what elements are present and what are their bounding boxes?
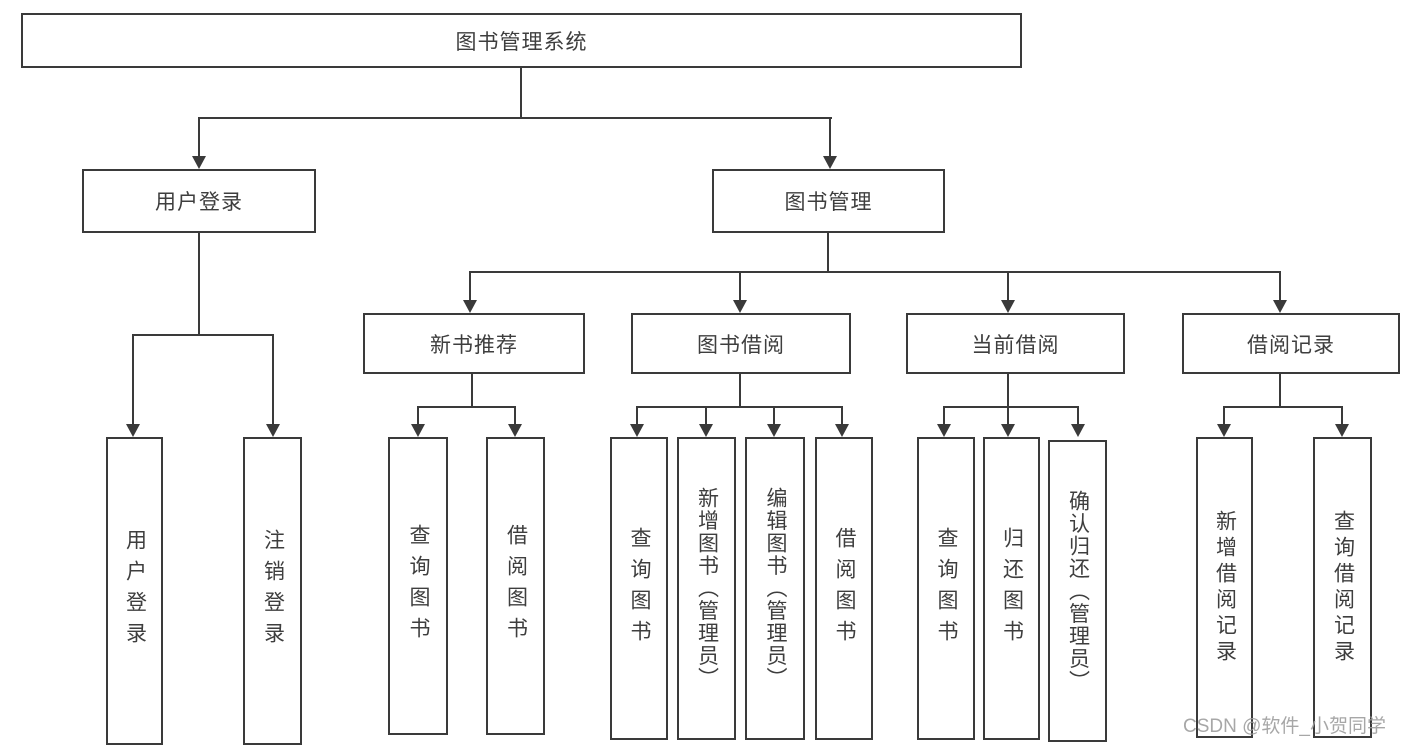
node-label: 新增图书（管理员） (695, 487, 719, 690)
node-label: 借阅图书 (504, 524, 528, 648)
node-nbr-query-books: 查询图书 (388, 437, 448, 735)
node-cb-return-books: 归还图书 (983, 437, 1040, 740)
connector-line (272, 335, 274, 425)
node-user-login: 用户登录 (82, 169, 316, 233)
connector-line (132, 335, 134, 425)
connector-line (739, 374, 741, 407)
connector-line (773, 407, 775, 425)
arrowhead-icon (835, 424, 849, 437)
connector-line (829, 118, 831, 158)
node-label: 用户登录 (123, 529, 147, 653)
node-br-add-borrow-record: 新增借阅记录 (1196, 437, 1253, 738)
arrowhead-icon (1071, 424, 1085, 437)
node-book-management: 图书管理 (712, 169, 945, 233)
node-label: 图书管理系统 (455, 30, 588, 54)
connector-line (1007, 374, 1009, 407)
arrowhead-icon (630, 424, 644, 437)
node-label: 查询图书 (935, 526, 958, 651)
connector-line (1007, 407, 1009, 425)
connector-line (636, 406, 843, 408)
node-label: 查询图书 (628, 526, 651, 651)
node-cb-confirm-return-admin: 确认归还（管理员） (1048, 440, 1107, 742)
node-borrow-records: 借阅记录 (1182, 313, 1400, 374)
node-bb-edit-books-admin: 编辑图书（管理员） (745, 437, 805, 740)
node-bb-query-books: 查询图书 (610, 437, 668, 740)
connector-line (469, 272, 471, 301)
connector-line (132, 334, 274, 336)
arrowhead-icon (508, 424, 522, 437)
connector-line (1341, 407, 1343, 425)
arrowhead-icon (733, 300, 747, 313)
node-bb-borrow-books: 借阅图书 (815, 437, 873, 740)
connector-line (943, 407, 945, 425)
arrowhead-icon (463, 300, 477, 313)
node-label: 借阅记录 (1247, 333, 1335, 357)
node-label: 查询图书 (407, 524, 430, 648)
node-label: 当前借阅 (971, 333, 1060, 357)
connector-line (198, 117, 832, 119)
node-label: 图书借阅 (697, 333, 785, 357)
connector-line (943, 406, 1079, 408)
connector-line (417, 406, 516, 408)
node-bb-add-books-admin: 新增图书（管理员） (677, 437, 736, 740)
node-label: 编辑图书（管理员） (764, 487, 787, 690)
node-book-borrow: 图书借阅 (631, 313, 851, 374)
arrowhead-icon (767, 424, 781, 437)
connector-line (1279, 272, 1281, 301)
node-nbr-borrow-books: 借阅图书 (486, 437, 545, 735)
connector-line (1223, 406, 1343, 408)
connector-line (841, 407, 843, 425)
node-br-query-borrow-record: 查询借阅记录 (1313, 437, 1372, 738)
connector-line (471, 374, 473, 407)
connector-line (739, 272, 741, 301)
node-cb-query-books: 查询图书 (917, 437, 975, 740)
arrowhead-icon (699, 424, 713, 437)
csdn-watermark: CSDN @软件_小贺同学 (1183, 716, 1386, 737)
arrowhead-icon (266, 424, 280, 437)
arrowhead-icon (937, 424, 951, 437)
arrowhead-icon (1001, 424, 1015, 437)
arrowhead-icon (1273, 300, 1287, 313)
connector-line (198, 118, 200, 158)
connector-line (469, 271, 1281, 273)
node-label: 确认归还（管理员） (1066, 489, 1090, 693)
connector-line (520, 68, 522, 118)
node-library-management-system: 图书管理系统 (21, 13, 1022, 68)
node-label: 归还图书 (1000, 526, 1024, 651)
node-current-borrow: 当前借阅 (906, 313, 1125, 374)
connector-line (1279, 374, 1281, 407)
node-leaf-logout: 注销登录 (243, 437, 302, 745)
node-label: 新增借阅记录 (1213, 509, 1237, 666)
node-label: 新书推荐 (430, 333, 518, 357)
node-new-book-recommend: 新书推荐 (363, 313, 585, 374)
connector-line (636, 407, 638, 425)
connector-line (1007, 272, 1009, 301)
node-label: 图书管理 (784, 191, 873, 214)
connector-line (1223, 407, 1225, 425)
arrowhead-icon (126, 424, 140, 437)
arrowhead-icon (823, 156, 837, 169)
node-label: 用户登录 (155, 191, 243, 214)
connector-line (514, 407, 516, 425)
connector-line (705, 407, 707, 425)
connector-line (417, 407, 419, 425)
connector-line (198, 233, 200, 335)
arrowhead-icon (192, 156, 206, 169)
arrowhead-icon (1335, 424, 1349, 437)
arrowhead-icon (411, 424, 425, 437)
arrowhead-icon (1001, 300, 1015, 313)
connector-line (1077, 407, 1079, 425)
node-label: 注销登录 (261, 529, 285, 653)
connector-line (827, 233, 829, 272)
arrowhead-icon (1217, 424, 1231, 437)
node-label: 查询借阅记录 (1331, 509, 1355, 666)
node-leaf-user-login: 用户登录 (106, 437, 163, 745)
node-label: 借阅图书 (833, 526, 856, 651)
